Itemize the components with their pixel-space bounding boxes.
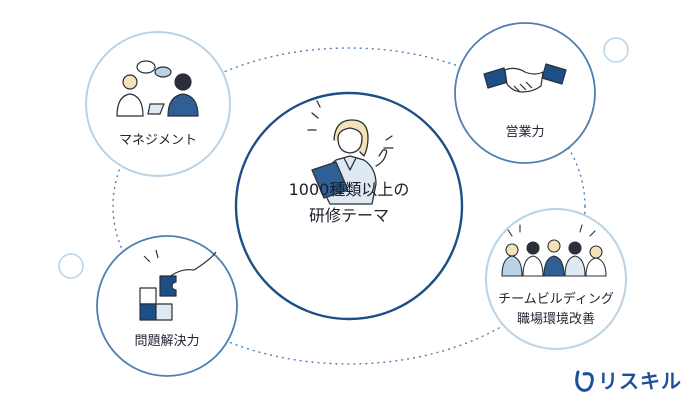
topic-label-teambuilding-line1: チームビルディング — [498, 292, 614, 307]
topic-circle-teambuilding — [485, 208, 627, 350]
brand-name: リスキル — [598, 368, 682, 393]
topic-label-sales: 営業力 — [505, 125, 545, 140]
topic-label-management: マネジメント — [118, 133, 197, 148]
management-illustration — [116, 60, 199, 117]
puzzle-illustration — [139, 249, 217, 321]
brand-logo-icon — [575, 370, 594, 392]
dotted-orbit — [112, 47, 586, 365]
center-title-line1: 1000種類以上の — [288, 180, 410, 199]
decor-circle-left — [58, 253, 84, 279]
topic-label-problem-solving: 問題解決力 — [134, 334, 200, 349]
brand-logo[interactable]: リスキル — [572, 364, 682, 394]
decor-circle-right — [603, 37, 629, 63]
handshake-illustration — [483, 63, 567, 93]
center-title-line2: 研修テーマ — [308, 206, 389, 225]
team-illustration — [501, 224, 607, 277]
topic-label-teambuilding: チームビルディング 職場環境改善 — [490, 290, 622, 330]
presenter-illustration — [307, 100, 394, 205]
topic-label-teambuilding-line2: 職場環境改善 — [516, 312, 595, 327]
center-circle — [234, 91, 464, 321]
center-title: 1000種類以上の 研修テーマ — [279, 177, 419, 229]
topic-circle-sales — [454, 22, 596, 164]
